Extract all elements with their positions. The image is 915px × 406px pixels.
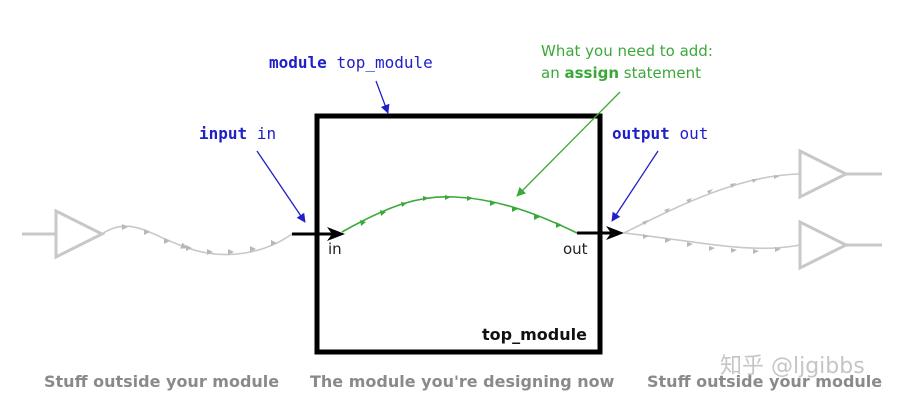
- output-name: out: [679, 124, 709, 143]
- caption-right: Stuff outside your module: [647, 372, 883, 391]
- input-port-arrow: [292, 227, 345, 241]
- output-declaration: output out: [612, 124, 708, 143]
- input-wire: [101, 225, 293, 256]
- assign-annotation: What you need to add: an assign statemen…: [541, 40, 713, 84]
- port-label-out: out: [563, 240, 588, 258]
- module-declaration: module top_module: [269, 53, 433, 72]
- assign-wire: [341, 195, 578, 234]
- assign-pointer-arrow: [516, 91, 621, 197]
- annotation-line-1: What you need to add:: [541, 42, 713, 60]
- box-title: top_module: [482, 325, 587, 344]
- right-buffer-upper-icon: [798, 148, 882, 200]
- module-name: top_module: [336, 53, 433, 72]
- input-wire-ticks: [122, 224, 277, 255]
- input-pointer-arrow: [256, 150, 306, 223]
- port-label-in: in: [328, 240, 342, 258]
- output-wire-lower: [623, 232, 801, 250]
- output-pointer-arrow: [611, 150, 659, 222]
- module-box: [314, 113, 603, 355]
- output-wire-upper: [623, 173, 801, 234]
- module-keyword: module: [269, 53, 327, 72]
- annotation-line-2: an assign statement: [541, 64, 702, 82]
- caption-center: The module you're designing now: [310, 372, 615, 391]
- input-keyword: input: [199, 124, 248, 143]
- output-port-arrow: [577, 226, 624, 240]
- output-keyword: output: [612, 124, 670, 143]
- input-declaration: input in: [199, 124, 276, 143]
- module-pointer-arrow: [375, 80, 390, 114]
- watermark: 知乎 @ljgibbs: [720, 354, 865, 379]
- right-buffer-lower-icon: [798, 219, 882, 271]
- left-buffer-icon: [22, 208, 106, 260]
- assign-wire-ticks: [360, 195, 562, 228]
- caption-left: Stuff outside your module: [44, 372, 280, 391]
- output-wire-ticks: [642, 175, 781, 254]
- input-name: in: [256, 124, 277, 143]
- assign-keyword: assign: [564, 64, 620, 82]
